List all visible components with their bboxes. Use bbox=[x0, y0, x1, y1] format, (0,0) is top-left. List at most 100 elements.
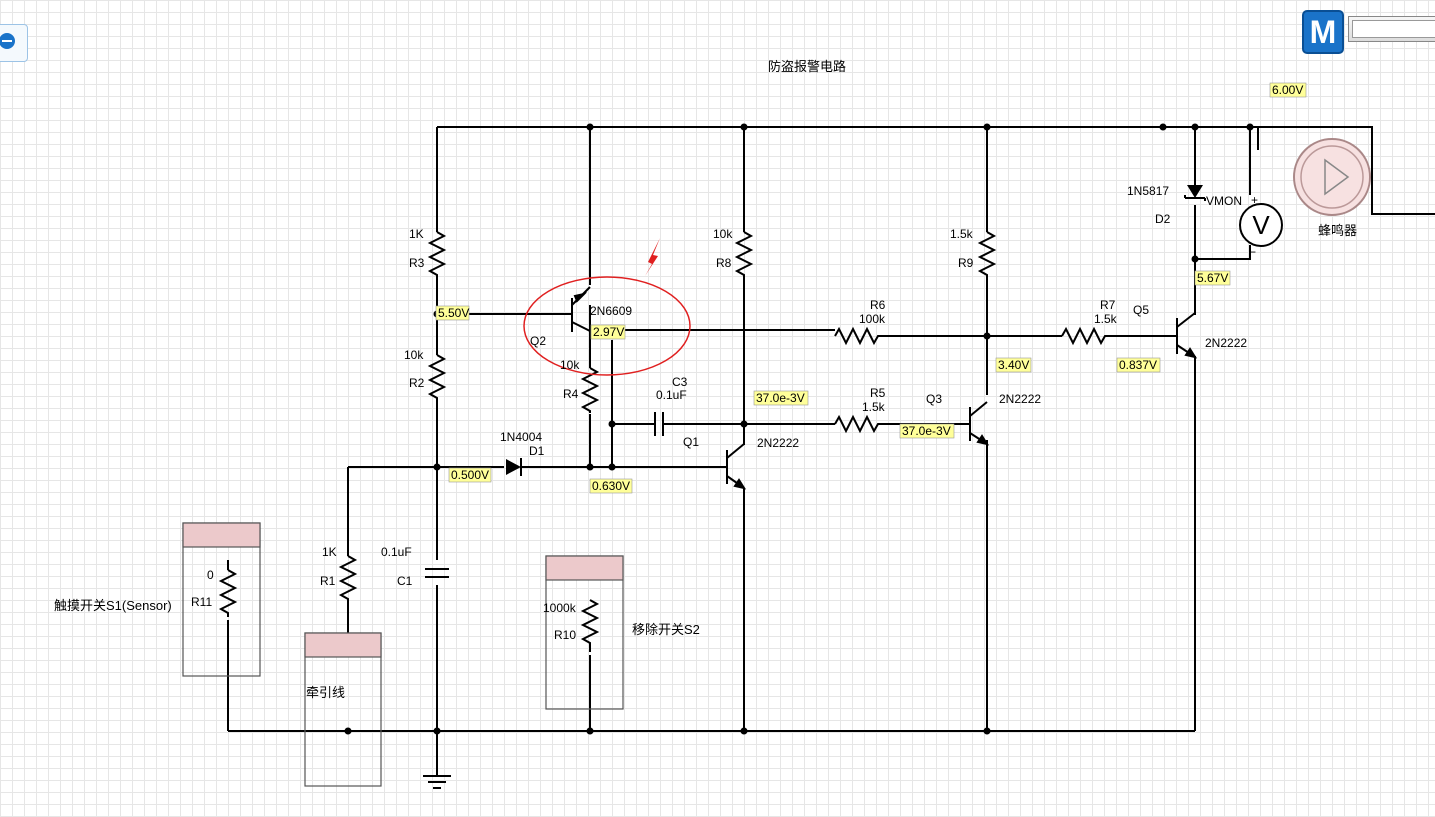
label-R4-value: 10k bbox=[560, 358, 580, 372]
voltage-probe: 37.0e-3V bbox=[902, 424, 951, 438]
label-switch-S1: 触摸开关S1(Sensor) bbox=[54, 598, 172, 613]
transistor-Q1 bbox=[725, 443, 747, 490]
resistor-R1 bbox=[338, 555, 358, 602]
voltage-probe: 2.97V bbox=[593, 325, 624, 339]
voltage-probe: 0.630V bbox=[592, 479, 630, 493]
label-R1-name: R1 bbox=[320, 574, 336, 588]
buzzer-icon[interactable] bbox=[1293, 138, 1371, 216]
resistor-R9 bbox=[977, 231, 997, 277]
component-labels: 防盗报警电路 1K R3 10k R2 Q2 2N6609 10k R4 10k… bbox=[54, 59, 1357, 700]
label-Q5-name: Q5 bbox=[1133, 303, 1149, 317]
label-R8-name: R8 bbox=[716, 256, 732, 270]
switch-S2-box bbox=[545, 555, 624, 710]
resistor-R10 bbox=[580, 599, 600, 652]
capacitor-C1 bbox=[425, 568, 449, 578]
probe-box bbox=[1269, 82, 1307, 98]
capacitor-symbols bbox=[425, 412, 664, 578]
voltage-probe: 5.50V bbox=[438, 306, 469, 320]
resistor-R6 bbox=[834, 326, 879, 346]
label-R10-name: R10 bbox=[554, 628, 576, 642]
capacitor-C3 bbox=[654, 412, 664, 436]
label-Q3-model: 2N2222 bbox=[999, 392, 1041, 406]
transistor-symbols bbox=[560, 286, 1198, 490]
probe-box bbox=[1194, 270, 1231, 286]
voltage-probe: 0.500V bbox=[451, 468, 489, 482]
label-Q3-name: Q3 bbox=[926, 392, 942, 406]
label-R2-value: 10k bbox=[404, 348, 424, 362]
voltage-probe: 5.67V bbox=[1197, 271, 1228, 285]
label-Q5-model: 2N2222 bbox=[1205, 336, 1247, 350]
resistor-symbols bbox=[218, 231, 1106, 652]
transistor-Q5 bbox=[1170, 312, 1198, 359]
zoom-icon[interactable] bbox=[0, 24, 28, 62]
label-R6-name: R6 bbox=[870, 298, 886, 312]
resistor-R5 bbox=[834, 414, 879, 434]
label-C1-value: 0.1uF bbox=[381, 545, 412, 559]
voltmeter-symbol: V bbox=[1252, 210, 1270, 240]
probe-box bbox=[435, 305, 470, 321]
label-buzzer: 蜂鸣器 bbox=[1318, 223, 1357, 238]
label-R2-name: R2 bbox=[409, 376, 425, 390]
label-D2-name: D2 bbox=[1155, 212, 1171, 226]
label-C3-value: 0.1uF bbox=[656, 388, 687, 402]
junctions bbox=[344, 123, 1254, 735]
resistor-R3 bbox=[427, 231, 447, 277]
voltage-probe: 6.00V bbox=[1272, 83, 1303, 97]
logo-text-field[interactable] bbox=[1352, 20, 1435, 38]
app-logo: M bbox=[1302, 10, 1344, 54]
transistor-Q3 bbox=[969, 401, 990, 446]
label-R11-name: R11 bbox=[191, 595, 212, 609]
label-R8-value: 10k bbox=[713, 227, 733, 241]
label-D1-name: D1 bbox=[529, 444, 545, 458]
probe-box bbox=[753, 390, 809, 406]
probe-box bbox=[995, 357, 1032, 373]
probe-box bbox=[448, 467, 492, 483]
voltage-probes: 5.50V 2.97V 0.500V 0.630V 37.0e-3V 37.0e… bbox=[435, 82, 1307, 494]
label-R9-value: 1.5k bbox=[950, 227, 974, 241]
resistor-R8 bbox=[734, 231, 754, 277]
probe-box bbox=[1116, 357, 1161, 373]
label-C1-name: C1 bbox=[397, 574, 413, 588]
probe-box bbox=[589, 478, 633, 494]
label-R1-value: 1K bbox=[322, 545, 337, 559]
switch-boxes bbox=[182, 522, 624, 787]
diagram-title: 防盗报警电路 bbox=[768, 59, 846, 74]
label-switch-pull: 牵引线 bbox=[306, 685, 345, 700]
resistor-R11 bbox=[218, 569, 238, 617]
resistor-R2 bbox=[427, 354, 447, 400]
label-R7-name: R7 bbox=[1100, 298, 1116, 312]
diode-D2 bbox=[1187, 185, 1203, 198]
label-R5-name: R5 bbox=[870, 386, 886, 400]
highlight-annotation bbox=[523, 238, 691, 376]
diode-D1 bbox=[506, 459, 521, 475]
label-C3-name: C3 bbox=[672, 375, 688, 389]
label-D2-value: 1N5817 bbox=[1127, 184, 1169, 198]
label-R5-value: 1.5k bbox=[862, 400, 886, 414]
label-Q1-model: 2N2222 bbox=[757, 436, 799, 450]
probe-box bbox=[590, 324, 626, 340]
label-Q2-name: Q2 bbox=[530, 334, 546, 348]
voltmeter-plus: + bbox=[1251, 193, 1258, 207]
voltmeter-minus: − bbox=[1249, 245, 1256, 259]
label-R3-name: R3 bbox=[409, 256, 425, 270]
logo-letter: M bbox=[1309, 14, 1337, 50]
voltage-probe: 0.837V bbox=[1119, 358, 1157, 372]
voltage-probe: 37.0e-3V bbox=[756, 391, 805, 405]
resistor-R7 bbox=[1061, 326, 1106, 346]
label-VMON: VMON bbox=[1206, 194, 1242, 208]
label-R7-value: 1.5k bbox=[1094, 312, 1118, 326]
label-R6-value: 100k bbox=[859, 312, 886, 326]
voltmeter-VMON[interactable]: V + − bbox=[1239, 193, 1283, 259]
label-R11-value: 0 bbox=[207, 568, 214, 582]
label-R4-name: R4 bbox=[563, 387, 579, 401]
probe-box bbox=[899, 423, 955, 439]
diode-symbols bbox=[506, 185, 1206, 476]
label-D1-value: 1N4004 bbox=[500, 430, 542, 444]
label-switch-S2: 移除开关S2 bbox=[632, 622, 700, 637]
label-Q2-model: 2N6609 bbox=[590, 304, 632, 318]
ground-symbol bbox=[423, 775, 451, 789]
label-Q1-name: Q1 bbox=[683, 435, 699, 449]
label-R3-value: 1K bbox=[409, 227, 424, 241]
label-R9-name: R9 bbox=[958, 256, 974, 270]
